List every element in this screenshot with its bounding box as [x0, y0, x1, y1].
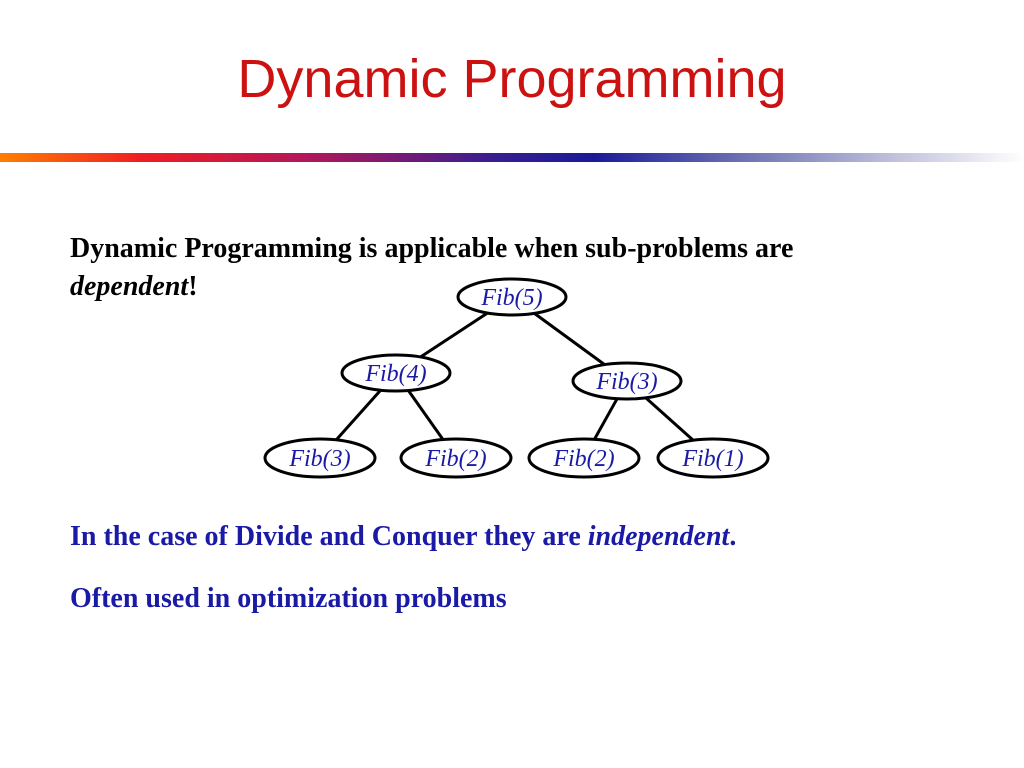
tree-edge-n1-n2 — [419, 311, 489, 359]
tree-node-n5: Fib(2) — [399, 437, 513, 479]
tree-nodes: Fib(5) Fib(4) Fib(3) Fib(3) Fib(2) Fib(2) Fib(… — [263, 277, 770, 479]
tree-edge-n1-n3 — [533, 312, 606, 366]
intro-main: Dynamic Programming is applicable when s… — [70, 233, 794, 264]
tree-node-ellipse — [456, 277, 568, 317]
point-1-suffix: . — [729, 521, 737, 552]
tree-node-ellipse — [571, 361, 683, 401]
tree-node-label: Fib(5) — [480, 285, 542, 311]
intro-emphasis: dependent — [70, 270, 189, 302]
tree-edge-n3-n7 — [644, 396, 695, 442]
tree-node-n4: Fib(3) — [263, 437, 377, 479]
tree-node-ellipse — [656, 437, 770, 479]
tree-edge-n2-n4 — [335, 389, 382, 441]
tree-node-ellipse — [263, 437, 377, 479]
intro-text: Dynamic Programming is applicable when s… — [70, 230, 970, 306]
point-2-text: Often used in optimization problems — [70, 583, 507, 614]
tree-node-n1: Fib(5) — [456, 277, 568, 317]
tree-node-n7: Fib(1) — [656, 437, 770, 479]
tree-node-label: Fib(3) — [595, 369, 657, 395]
tree-node-label: Fib(2) — [552, 446, 614, 472]
point-divide-and-conquer: In the case of Divide and Conquer they a… — [70, 518, 736, 556]
tree-node-ellipse — [527, 437, 641, 479]
tree-node-label: Fib(1) — [681, 446, 743, 472]
tree-node-ellipse — [399, 437, 513, 479]
point-1-text: In the case of Divide and Conquer they a… — [70, 521, 588, 552]
tree-node-n6: Fib(2) — [527, 437, 641, 479]
slide-title: Dynamic Programming — [237, 49, 787, 109]
intro-suffix: ! — [188, 270, 198, 302]
point-optimization: Often used in optimization problems — [70, 580, 507, 618]
tree-node-ellipse — [340, 353, 452, 393]
tree-node-label: Fib(4) — [364, 361, 426, 387]
tree-edge-n3-n6 — [593, 397, 619, 441]
point-1-emphasis: independent — [587, 521, 730, 552]
tree-node-n2: Fib(4) — [340, 353, 452, 393]
tree-node-n3: Fib(3) — [571, 361, 683, 401]
title-underline-bar — [0, 153, 1024, 162]
tree-edge-n2-n5 — [407, 389, 445, 441]
tree-edges — [335, 311, 695, 442]
tree-node-label: Fib(2) — [424, 446, 486, 472]
tree-node-label: Fib(3) — [288, 446, 350, 472]
